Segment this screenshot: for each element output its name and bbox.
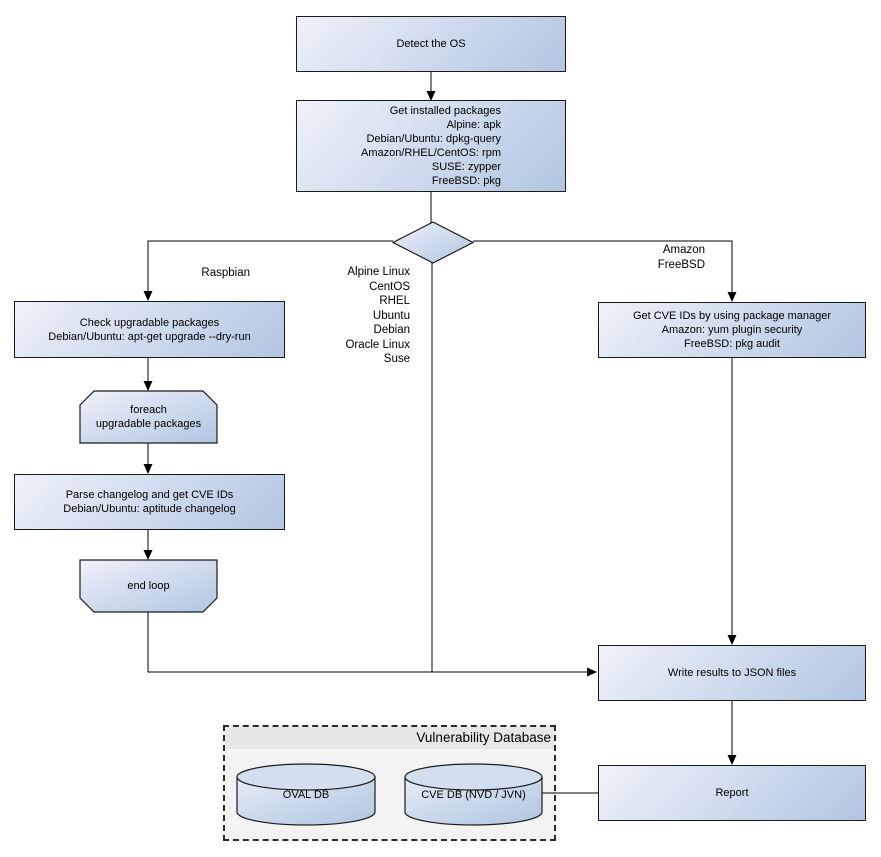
edge-label-amazon-freebsd: Amazon FreeBSD xyxy=(657,244,705,271)
node-get-cve-ids-label: Get CVE IDs by using package manager Ama… xyxy=(632,310,832,350)
arrowhead-icon xyxy=(587,667,597,677)
vulnerability-database-title: Vulnerability Database xyxy=(225,727,554,749)
node-get-installed-packages-label: Get installed packages Alpine: apk Debia… xyxy=(361,105,501,187)
node-get-cve-ids: Get CVE IDs by using package manager Ama… xyxy=(598,302,866,358)
arrowhead-icon xyxy=(143,381,153,391)
node-report: Report xyxy=(598,765,866,821)
node-parse-changelog: Parse changelog and get CVE IDs Debian/U… xyxy=(14,474,285,530)
os-decision-diamond xyxy=(391,221,475,264)
node-check-upgradable-packages: Check upgradable packages Debian/Ubuntu:… xyxy=(14,301,285,358)
node-parse-changelog-label: Parse changelog and get CVE IDs Debian/U… xyxy=(63,489,236,515)
arrowhead-icon xyxy=(143,550,153,560)
arrowhead-icon xyxy=(727,755,737,765)
node-get-installed-packages: Get installed packages Alpine: apk Debia… xyxy=(296,100,566,192)
edge-decision-to-check-upgradable xyxy=(147,240,393,294)
edge-label-os-list: Alpine Linux CentOS RHEL Ubuntu Debian O… xyxy=(345,266,410,365)
arrowhead-icon xyxy=(727,292,737,302)
edge-endloop-to-write-results xyxy=(147,612,590,673)
cve-db-cylinder xyxy=(404,763,543,826)
node-detect-os: Detect the OS xyxy=(296,16,566,72)
arrowhead-icon xyxy=(143,464,153,474)
edge-label-raspbian: Raspbian xyxy=(201,267,250,279)
oval-db-cylinder xyxy=(236,763,376,826)
end-loop-shape xyxy=(79,559,218,613)
node-write-results-json: Write results to JSON files xyxy=(598,645,866,701)
arrowhead-icon xyxy=(143,291,153,301)
node-write-results-json-label: Write results to JSON files xyxy=(667,667,797,679)
arrowhead-icon xyxy=(727,635,737,645)
arrowhead-icon xyxy=(426,91,436,101)
node-detect-os-label: Detect the OS xyxy=(396,38,466,50)
node-report-label: Report xyxy=(715,787,749,799)
edge-decision-to-get-cve xyxy=(473,240,733,295)
node-check-upgradable-packages-label: Check upgradable packages Debian/Ubuntu:… xyxy=(48,316,251,343)
foreach-loop-shape xyxy=(79,390,218,444)
